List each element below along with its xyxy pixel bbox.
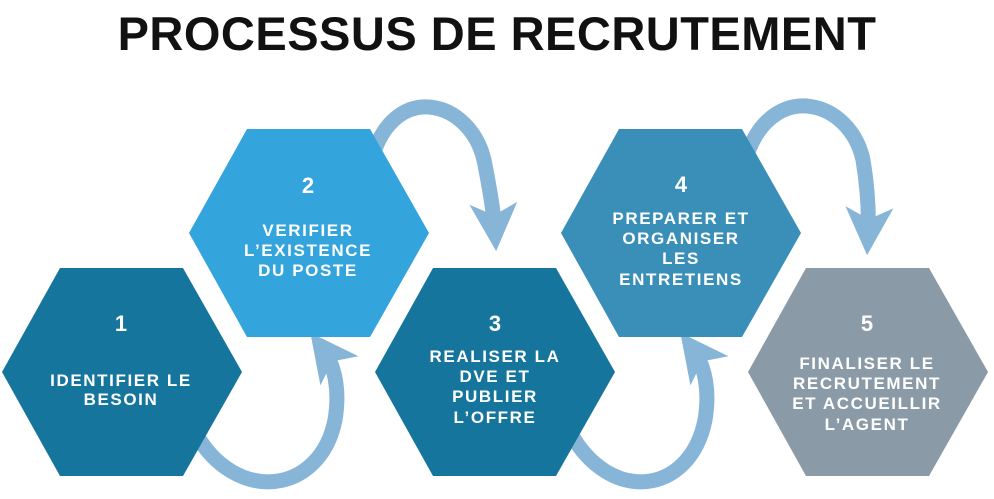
step-2-number: 2 [302,173,314,198]
step-5-line-2: RECRUTEMENT [793,374,941,393]
arrow-2-to-3 [364,99,518,252]
step-1-line-1: IDENTIFIER LE [50,371,192,390]
step-3-line-3: PUBLIER [452,387,538,406]
arrow-3-to-4 [562,332,729,490]
step-2-shape [189,129,429,337]
step-2-hexagon: 2 VERIFIER L’EXISTENCE DU POSTE [189,129,429,337]
arrow-1-to-2 [187,332,359,490]
arrow-4-to-5 [740,98,894,256]
step-5-hexagon: 5 FINALISER LE RECRUTEMENT ET ACCUEILLIR… [748,268,988,476]
step-3-line-2: DVE ET [459,367,530,386]
step-4-hexagon: 4 PREPARER ET ORGANISER LES ENTRETIENS [561,129,801,337]
step-5-number: 5 [861,311,873,336]
step-4-line-3: LES [662,249,700,268]
step-1-shape [2,268,242,476]
step-4-line-4: ENTRETIENS [619,270,743,289]
step-5-line-1: FINALISER LE [799,354,934,373]
step-3-line-4: L’OFFRE [454,408,537,427]
step-1-number: 1 [115,311,127,336]
step-4-shape [561,129,801,337]
step-5-line-3: ET ACCUEILLIR [792,394,942,413]
step-4-line-2: ORGANISER [622,229,739,248]
step-5-shape [748,268,988,476]
step-1-hexagon: 1 IDENTIFIER LE BESOIN [2,268,242,476]
step-3-line-1: REALISER LA [430,347,561,366]
step-3-hexagon: 3 REALISER LA DVE ET PUBLIER L’OFFRE [375,268,615,476]
step-2-line-2: L’EXISTENCE [244,241,372,260]
step-3-number: 3 [489,311,501,336]
step-4-number: 4 [675,172,688,197]
page-title: PROCESSUS DE RECRUTEMENT [117,7,877,60]
step-1-line-2: BESOIN [84,390,159,409]
step-2-line-3: DU POSTE [258,261,358,280]
connector-arrows [187,98,894,490]
step-5-line-4: L’AGENT [825,415,910,434]
step-2-line-1: VERIFIER [262,221,353,240]
step-3-shape [375,268,615,476]
step-4-line-1: PREPARER ET [612,209,749,228]
